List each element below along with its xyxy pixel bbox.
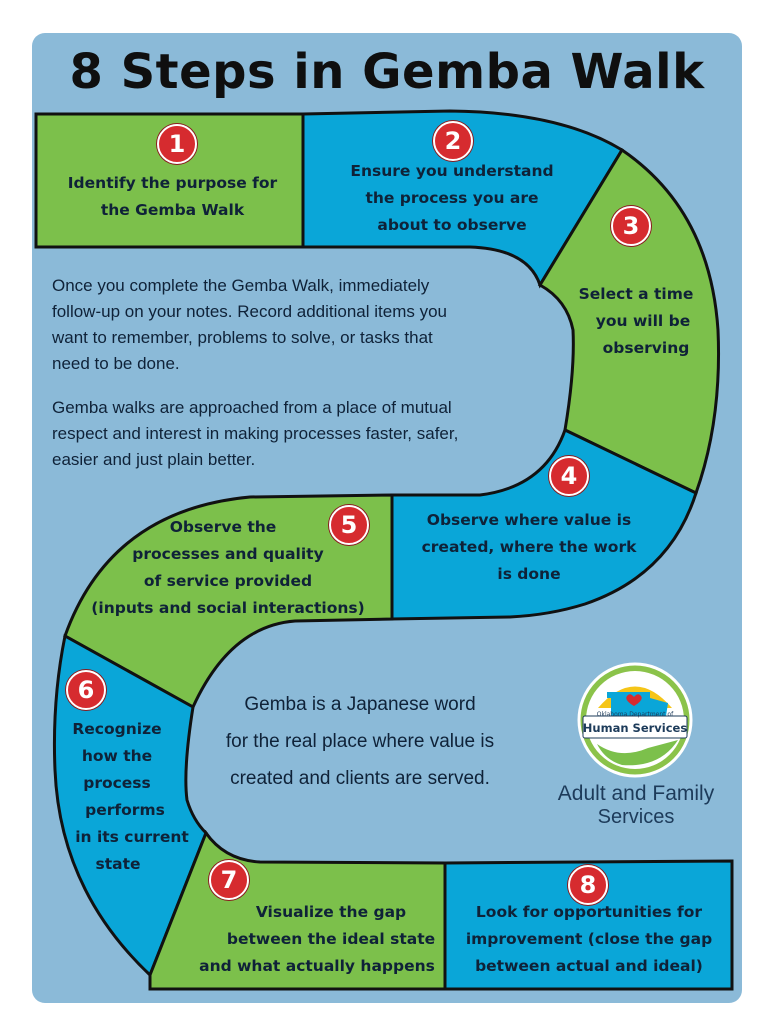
step-8-line: Look for opportunities for — [475, 903, 703, 921]
step-6-badge: 6 — [66, 670, 106, 710]
definition-line: Gemba is a Japanese word — [244, 694, 476, 715]
dhs-logo: Oklahoma Department of Human Services — [577, 662, 693, 778]
step-4-badge: 4 — [549, 456, 589, 496]
step-6-line: in its current — [75, 828, 189, 846]
oklahoma-map-icon — [607, 692, 668, 716]
step-2-line: the process you are — [365, 189, 539, 207]
step-6-line: how the — [81, 747, 153, 765]
step-1-line: Identify the purpose for — [67, 174, 278, 192]
step-7-line: between the ideal state — [226, 930, 436, 948]
brand-line-1: Adult and Family — [557, 782, 715, 805]
step-4-text: Observe where value is created, where th… — [400, 507, 658, 588]
step-8-line: between actual and ideal) — [475, 957, 703, 975]
step-8-line: improvement (close the gap — [465, 930, 713, 948]
notes-line: Gemba walks are approached from a place … — [52, 398, 452, 417]
step-3-line: you will be — [595, 312, 691, 330]
step-1-text: Identify the purpose for the Gemba Walk — [40, 170, 305, 224]
step-3-segment — [537, 147, 721, 496]
definition-line: created and clients are served. — [230, 768, 490, 789]
step-5-line: of service provided — [143, 572, 313, 590]
step-2-text: Ensure you understand the process you ar… — [318, 158, 586, 239]
step-8-text: Look for opportunities for improvement (… — [450, 899, 728, 980]
brand-line-2: Services — [597, 806, 675, 828]
definition-line: for the real place where value is — [225, 731, 495, 752]
step-6-line: process — [83, 774, 151, 792]
hands-icon — [597, 740, 678, 766]
notes-line: Once you complete the Gemba Walk, immedi… — [52, 276, 430, 295]
page-title: 8 Steps in Gemba Walk — [69, 44, 705, 100]
notes-line: respect and interest in making processes… — [52, 424, 459, 443]
notes-paragraph-1: Once you complete the Gemba Walk, immedi… — [52, 273, 447, 377]
step-6-line: performs — [85, 801, 165, 819]
step-4-segment — [390, 427, 698, 621]
step-4-line: created, where the work — [421, 538, 637, 556]
seal-banner — [582, 715, 688, 739]
step-7-text: Visualize the gap between the ideal stat… — [184, 899, 450, 980]
step-3-text: Select a time you will be observing — [566, 281, 706, 362]
notes-line: want to remember, problems to solve, or … — [52, 328, 433, 347]
seal-line-2: Human Services — [583, 721, 688, 735]
step-6-text: Recognize how the process performs in it… — [62, 716, 202, 878]
step-6-line: Recognize — [72, 720, 162, 738]
step-3-line: Select a time — [578, 285, 694, 303]
notes-line: follow-up on your notes. Record addition… — [52, 302, 447, 321]
step-5-text: Observe the processes and quality of ser… — [80, 514, 376, 622]
step-4-line: is done — [497, 565, 561, 583]
gemba-definition: Gemba is a Japanese word for the real pl… — [180, 686, 540, 797]
seal-line-1: Oklahoma Department of — [597, 711, 674, 718]
step-8-badge: 8 — [568, 865, 608, 905]
step-1-line: the Gemba Walk — [100, 201, 245, 219]
step-6-line: state — [95, 855, 141, 873]
step-5-badge: 5 — [329, 505, 369, 545]
step-5-line: (inputs and social interactions) — [91, 599, 365, 617]
step-2-line: Ensure you understand — [350, 162, 554, 180]
step-1-badge: 1 — [157, 124, 197, 164]
step-3-line: observing — [602, 339, 690, 357]
notes-line: easier and just plain better. — [52, 450, 256, 469]
step-2-badge: 2 — [433, 121, 473, 161]
heart-icon — [626, 694, 642, 706]
step-2-line: about to observe — [377, 216, 527, 234]
step-6-segment — [52, 633, 208, 978]
step-7-badge: 7 — [209, 860, 249, 900]
step-5-line: processes and quality — [132, 545, 324, 563]
step-7-line: Visualize the gap — [255, 903, 407, 921]
step-4-line: Observe where value is — [426, 511, 632, 529]
step-7-line: and what actually happens — [199, 957, 435, 975]
step-5-line: Observe the — [169, 518, 277, 536]
notes-paragraph-2: Gemba walks are approached from a place … — [52, 395, 458, 473]
notes-line: need to be done. — [52, 354, 180, 373]
step-3-badge: 3 — [611, 206, 651, 246]
step-8-segment — [443, 859, 734, 991]
